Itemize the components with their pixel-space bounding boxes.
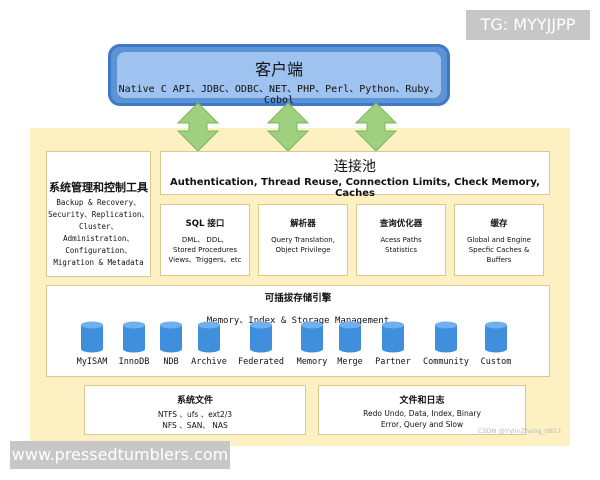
database-cylinder-icon [301,321,323,353]
management-item: Configuration、 [65,246,132,255]
management-item: Backup & Recovery、 [56,198,141,207]
sql-interface-title: SQL 接口 [185,219,225,229]
arrow-right [354,102,398,152]
management-item: Security、Replication、 [48,210,149,219]
client-apis: Native C API、JDBC、ODBC、NET、PHP、Perl、Pyth… [118,84,440,106]
cache-title: 缓存 [490,219,508,229]
desc-line: Object Privilege [275,246,331,254]
management-item: Migration & Metadata [53,258,144,267]
optimizer-desc: Acess Paths Statistics [359,235,443,255]
database-cylinder-icon [123,321,145,353]
connection-pool-title: 连接池 [334,159,376,175]
client-inner: 客户端 Native C API、JDBC、ODBC、NET、PHP、Perl、… [117,52,441,106]
management-items: Backup & Recovery、 Security、Replication、… [47,197,150,269]
storage-engine-title: 可插拔存储引擎 [264,293,332,304]
optimizer-box: 查询优化器 Acess Paths Statistics [356,204,446,276]
engine-label: Community [422,357,470,367]
optimizer-title: 查询优化器 [379,219,423,229]
system-files-box: 系统文件 NTFS 、ufs 、ext2/3 NFS 、SAN、 NAS [84,385,306,435]
desc-line: Specfic Caches & [468,246,530,254]
cache-box: 缓存 Global and Engine Specfic Caches & Bu… [454,204,544,276]
desc-line: DML、 DDL、 [181,236,229,244]
parser-box: 解析器 Query Translation, Object Privilege [258,204,348,276]
system-files-line: NFS 、SAN、 NAS [162,421,228,430]
desc-line: Stored Procedures [173,246,237,254]
engine-label: Archive [191,357,227,367]
connection-pool-features: Authentication, Thread Reuse, Connection… [170,177,540,199]
database-cylinder-icon [485,321,507,353]
files-logs-title: 文件和日志 [399,396,445,406]
database-cylinder-icon [435,321,457,353]
parser-title: 解析器 [290,219,316,229]
desc-line: Views、Triggers、etc [168,256,242,264]
system-files-line: NTFS 、ufs 、ext2/3 [157,410,233,419]
engine-label: Partner [375,357,411,367]
storage-engine-subtitle: Memory、Index & Storage Management [206,316,390,326]
files-logs-line: Error, Query and Slow [380,420,464,429]
desc-line: Query Translation, [271,236,335,244]
sql-interface-desc: DML、 DDL、 Stored Procedures Views、Trigge… [163,235,247,265]
client-box: 客户端 Native C API、JDBC、ODBC、NET、PHP、Perl、… [108,44,450,106]
database-cylinder-icon [198,321,220,353]
watermark-bottom: www.pressedtumblers.com [10,441,230,469]
arrow-middle [266,102,310,152]
engine-label: Memory [296,357,328,367]
engine-label: MyISAM [76,357,108,367]
arrow-left [176,102,220,152]
csdn-watermark: CSDN @YylinZhang_0817 [478,427,562,435]
client-title: 客户端 [254,60,303,79]
engine-label: Merge [337,357,363,367]
database-cylinder-icon [382,321,404,353]
files-logs-line: Redo Undo, Data, Index, Binary [363,409,481,418]
engine-label: NDB [163,357,179,367]
connection-pool-box: 连接池 Authentication, Thread Reuse, Connec… [160,151,550,199]
parser-desc: Query Translation, Object Privilege [261,235,345,255]
sql-interface-box: SQL 接口 DML、 DDL、 Stored Procedures Views… [160,204,250,276]
engine-label: Custom [480,357,512,367]
system-files-title: 系统文件 [176,396,213,406]
management-tools-box: 系统管理和控制工具 Backup & Recovery、 Security、Re… [46,151,151,277]
cache-desc: Global and Engine Specfic Caches & Buffe… [457,235,541,265]
management-item: Cluster、 [78,222,119,231]
database-cylinder-icon [339,321,361,353]
database-cylinder-icon [81,321,103,353]
desc-line: Statistics [385,246,417,254]
watermark-top: TG: MYYJJPP [466,10,590,40]
desc-line: Global and Engine [467,236,531,244]
engine-label: Federated [237,357,285,367]
files-logs-box: 文件和日志 Redo Undo, Data, Index, Binary Err… [318,385,526,435]
management-item: Administration、 [63,234,134,243]
database-cylinder-icon [250,321,272,353]
database-cylinder-icon [160,321,182,353]
desc-line: Buffers [486,256,512,264]
engine-label: InnoDB [118,357,150,367]
management-title: 系统管理和控制工具 [49,181,148,194]
desc-line: Acess Paths [380,236,422,244]
